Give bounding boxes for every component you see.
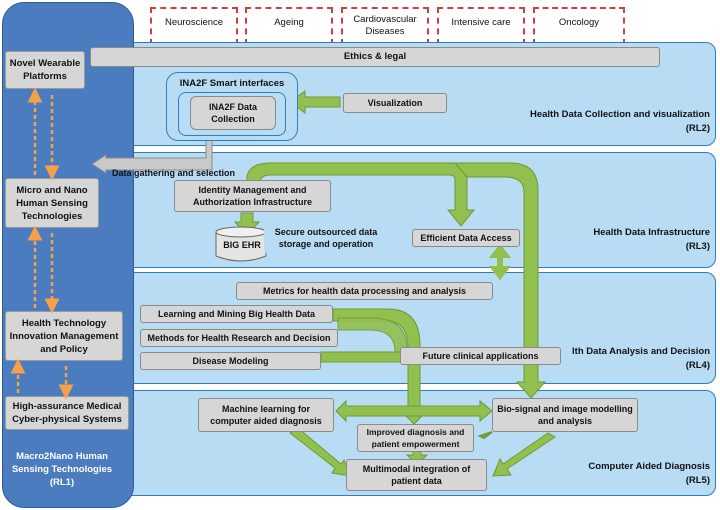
green-arrows <box>233 90 556 477</box>
metrics-box: Metrics for health data processing and a… <box>236 282 493 300</box>
left-item-innovation-management: Health Technology Innovation Management … <box>5 311 123 361</box>
left-item-cyber-physical: High-assurance Medical Cyber-physical Sy… <box>5 396 129 430</box>
improved-diagnosis-box: Improved diagnosis and patient empowerme… <box>357 424 474 452</box>
efficient-access-box: Efficient Data Access <box>412 229 520 247</box>
smart-interfaces-title: INA2F Smart interfaces <box>179 78 285 89</box>
big-ehr-cylinder <box>215 226 267 262</box>
data-gathering-label: Data gathering and selection <box>112 168 236 178</box>
band-code: (RL2) <box>685 123 710 134</box>
band-title: Computer Aided Diagnosis <box>588 461 710 472</box>
band-title: Health Data Collection and visualization <box>529 109 710 120</box>
biosignal-box: Bio-signal and image modelling and analy… <box>492 398 638 432</box>
band-code: (RL4) <box>685 360 710 371</box>
visualization-box: Visualization <box>343 93 447 113</box>
orange-dashed-arrows <box>10 87 74 400</box>
band-label-rl2: Health Data Collection and visualization… <box>530 108 710 136</box>
band-title: lth Data Analysis and Decision <box>572 346 710 357</box>
secure-storage-box: Secure outsourced data storage and opera… <box>264 223 388 253</box>
future-clinical-box: Future clinical applications <box>400 347 561 365</box>
band-label-rl3: Health Data Infrastructure (RL3) <box>593 226 710 254</box>
ethics-legal-box: Ethics & legal <box>90 47 660 67</box>
band-code: (RL5) <box>685 475 710 486</box>
disease-modeling-box: Disease Modeling <box>140 352 321 370</box>
multimodal-box: Multimodal integration of patient data <box>346 459 487 491</box>
left-item-wearable-platforms: Novel Wearable Platforms <box>5 51 85 89</box>
band-label-rl5: Computer Aided Diagnosis (RL5) <box>588 460 710 488</box>
machine-learning-box: Machine learning for computer aided diag… <box>198 398 334 432</box>
big-ehr-label: BIG EHR <box>223 240 261 250</box>
band-label-rl4: lth Data Analysis and Decision (RL4) <box>572 345 710 373</box>
learning-mining-box: Learning and Mining Big Health Data <box>140 305 333 323</box>
band-code: (RL3) <box>685 241 710 252</box>
band-title: Health Data Infrastructure <box>593 227 710 238</box>
methods-box: Methods for Health Research and Decision <box>140 329 338 347</box>
data-collection-box: INA2F Data Collection <box>190 96 276 130</box>
identity-management-box: Identity Management and Authorization In… <box>174 180 331 212</box>
domain-tab-neuroscience: Neuroscience <box>150 7 238 45</box>
left-column-footer: Macro2Nano Human Sensing Technologies (R… <box>11 451 113 488</box>
